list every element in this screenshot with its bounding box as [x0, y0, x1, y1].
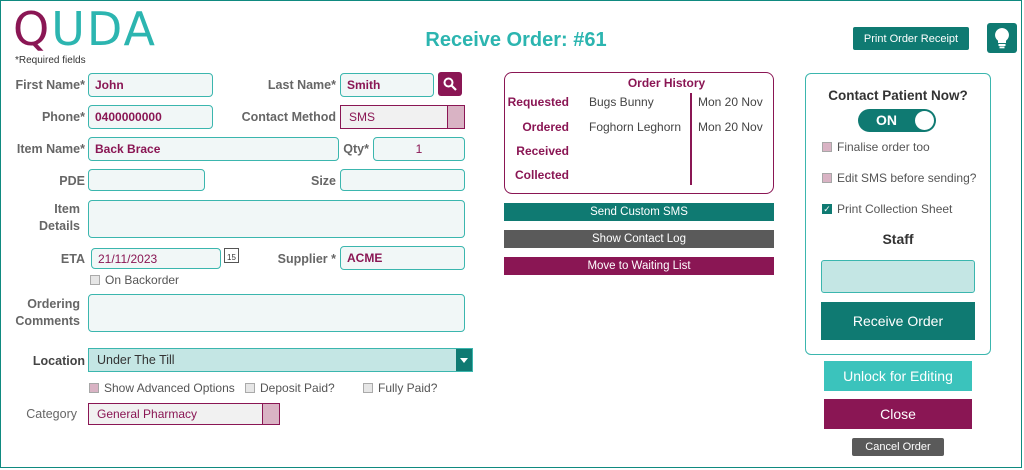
close-button[interactable]: Close: [824, 399, 972, 429]
item-name-label: Item Name*: [16, 142, 85, 156]
supplier-label: Supplier *: [277, 252, 336, 266]
staff-label: Staff: [882, 231, 914, 247]
history-who-ordered: Foghorn Leghorn: [589, 120, 682, 134]
category-value: General Pharmacy: [97, 407, 198, 421]
checkbox[interactable]: [89, 383, 99, 393]
checkbox[interactable]: [245, 383, 255, 393]
dropdown-tab: [262, 404, 279, 424]
edit-sms-checkbox[interactable]: Edit SMS before sending?: [822, 171, 976, 185]
category-label: Category: [26, 407, 77, 421]
first-name-label: First Name*: [15, 78, 85, 92]
contact-toggle[interactable]: ON: [858, 109, 936, 132]
staff-input[interactable]: [821, 260, 975, 293]
eta-label: ETA: [60, 252, 85, 266]
history-label-requested: Requested: [507, 95, 569, 109]
first-name-input[interactable]: John: [88, 73, 213, 97]
pde-input[interactable]: [88, 169, 205, 191]
show-contact-log-button[interactable]: Show Contact Log: [504, 230, 774, 248]
contact-patient-title: Contact Patient Now?: [828, 88, 968, 103]
checkbox[interactable]: [90, 275, 100, 285]
ordering-comments-input[interactable]: [88, 294, 465, 332]
checkbox[interactable]: [363, 383, 373, 393]
checkbox[interactable]: [822, 173, 832, 183]
on-backorder-checkbox[interactable]: On Backorder: [90, 273, 179, 287]
cancel-order-button[interactable]: Cancel Order: [852, 438, 944, 456]
move-to-waiting-list-button[interactable]: Move to Waiting List: [504, 257, 774, 275]
history-date-requested: Mon 20 Nov: [698, 95, 763, 109]
deposit-paid-checkbox[interactable]: Deposit Paid?: [245, 381, 335, 395]
qty-input[interactable]: 1: [373, 137, 465, 161]
supplier-input[interactable]: ACME: [340, 246, 465, 270]
location-label: Location: [32, 354, 85, 368]
unlock-for-editing-button[interactable]: Unlock for Editing: [824, 361, 972, 391]
pde-label: PDE: [59, 174, 85, 188]
search-icon: [443, 77, 457, 91]
chevron-down-icon[interactable]: [456, 349, 472, 371]
send-custom-sms-button[interactable]: Send Custom SMS: [504, 203, 774, 221]
fully-paid-checkbox[interactable]: Fully Paid?: [363, 381, 437, 395]
history-date-ordered: Mon 20 Nov: [698, 120, 763, 134]
calendar-icon[interactable]: 15: [224, 248, 239, 263]
location-value: Under The Till: [97, 353, 175, 367]
last-name-input[interactable]: Smith: [340, 73, 434, 97]
order-history-title: Order History: [627, 76, 706, 90]
location-select[interactable]: Under The Till: [88, 348, 473, 372]
ordering-comments-label: Ordering Comments: [15, 297, 80, 328]
toggle-knob: [915, 111, 934, 130]
history-label-collected: Collected: [514, 168, 569, 182]
search-patient-button[interactable]: [438, 72, 462, 96]
lightbulb-button[interactable]: [987, 23, 1017, 53]
history-who-requested: Bugs Bunny: [589, 95, 654, 109]
item-details-label: Item Details: [39, 202, 80, 233]
contact-patient-panel: Contact Patient Now? ON Finalise order t…: [805, 73, 991, 355]
size-label: Size: [310, 174, 336, 188]
qty-label: Qty*: [343, 142, 369, 156]
category-select[interactable]: General Pharmacy: [88, 403, 280, 425]
checkbox[interactable]: [822, 142, 832, 152]
receive-order-button[interactable]: Receive Order: [821, 302, 975, 340]
contact-method-select[interactable]: SMS: [340, 105, 465, 129]
show-advanced-options-checkbox[interactable]: Show Advanced Options: [89, 381, 235, 395]
eta-input[interactable]: 21/11/2023: [91, 248, 221, 269]
dropdown-tab: [447, 106, 464, 128]
size-input[interactable]: [340, 169, 465, 191]
required-fields-note: *Required fields: [15, 55, 86, 66]
order-history-panel: Order History Requested Bugs Bunny Mon 2…: [504, 72, 774, 194]
history-divider: [690, 93, 692, 185]
page-title: Receive Order: #61: [425, 29, 607, 51]
item-name-input[interactable]: Back Brace: [88, 137, 339, 161]
print-collection-sheet-checkbox[interactable]: ✓ Print Collection Sheet: [822, 202, 953, 216]
contact-method-label: Contact Method: [241, 110, 336, 124]
phone-input[interactable]: 0400000000: [88, 105, 213, 129]
phone-label: Phone*: [41, 110, 85, 124]
contact-method-value: SMS: [349, 110, 376, 124]
last-name-label: Last Name*: [267, 78, 336, 92]
print-order-receipt-button[interactable]: Print Order Receipt: [853, 27, 969, 50]
quda-logo: QUDA: [13, 2, 157, 56]
history-label-received: Received: [516, 144, 569, 158]
finalise-order-checkbox[interactable]: Finalise order too: [822, 140, 930, 154]
item-details-input[interactable]: [88, 200, 465, 238]
history-label-ordered: Ordered: [522, 120, 569, 134]
checkbox-checked[interactable]: ✓: [822, 204, 832, 214]
lightbulb-icon: [995, 28, 1009, 49]
